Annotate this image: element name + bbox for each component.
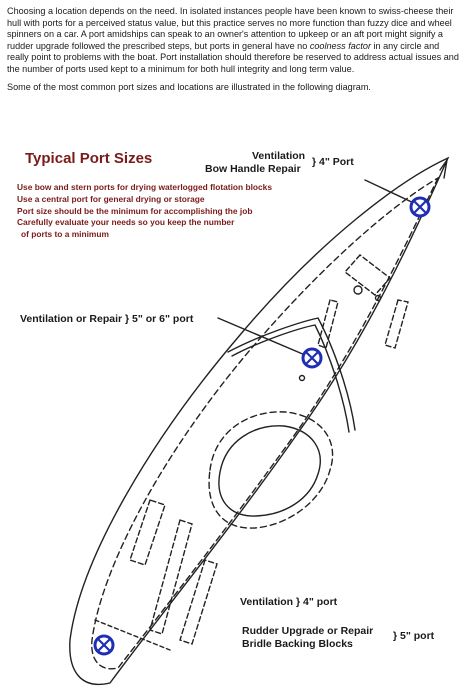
cockpit-inner — [218, 425, 321, 517]
deck-fitting-2 — [374, 294, 382, 302]
note-5: of ports to a minimum — [21, 229, 109, 240]
bow-compartment-2 — [384, 299, 409, 349]
bow-tip — [439, 159, 448, 179]
label-bow-ventilation: Ventilation — [252, 150, 306, 162]
label-bow-port-size: } 4" Port — [312, 156, 354, 168]
stern-compartment-2 — [149, 519, 193, 635]
note-4: Carefully evaluate your needs so you kee… — [17, 217, 235, 228]
port-mid — [301, 347, 323, 369]
port-stern — [93, 634, 115, 656]
intro-text: Choosing a location depends on the need.… — [7, 6, 459, 93]
port-bow — [409, 196, 431, 218]
cockpit-outer — [208, 411, 334, 529]
note-3: Port size should be the minimum for acco… — [17, 205, 253, 216]
leader-mid — [217, 317, 306, 356]
deck-fitting — [353, 285, 363, 295]
intro-paragraph-2: Some of the most common port sizes and l… — [7, 81, 371, 92]
label-bridle-backing: Bridle Backing Blocks — [242, 638, 353, 650]
label-rudder-upgrade: Rudder Upgrade or Repair — [242, 625, 374, 637]
stern-line — [94, 619, 171, 651]
bow-compartment-3 — [317, 299, 339, 349]
diagram-notes: Use bow and stern ports for drying water… — [17, 182, 272, 241]
leader-bow — [364, 179, 419, 206]
bow-compartment — [343, 254, 392, 296]
label-bow-handle-repair: Bow Handle Repair — [205, 163, 301, 175]
diagram-title: Typical Port Sizes — [25, 150, 153, 167]
deck-rail — [227, 317, 356, 431]
note-1: Use bow and stern ports for drying water… — [17, 182, 272, 192]
deck-rail-inner — [231, 324, 350, 433]
stern-compartment — [129, 499, 166, 566]
label-stern-port-size: } 5" port — [393, 630, 435, 642]
intro-paragraph-1: Choosing a location depends on the need.… — [7, 6, 459, 74]
stern-compartment-3 — [179, 559, 218, 645]
hull-outline — [69, 156, 450, 686]
deck-fitting-3 — [298, 374, 306, 382]
label-mid-port: Ventilation or Repair } 5" or 6" port — [20, 313, 194, 325]
note-2: Use a central port for general drying or… — [17, 193, 205, 204]
label-stern-ventilation: Ventilation } 4" port — [240, 596, 338, 608]
